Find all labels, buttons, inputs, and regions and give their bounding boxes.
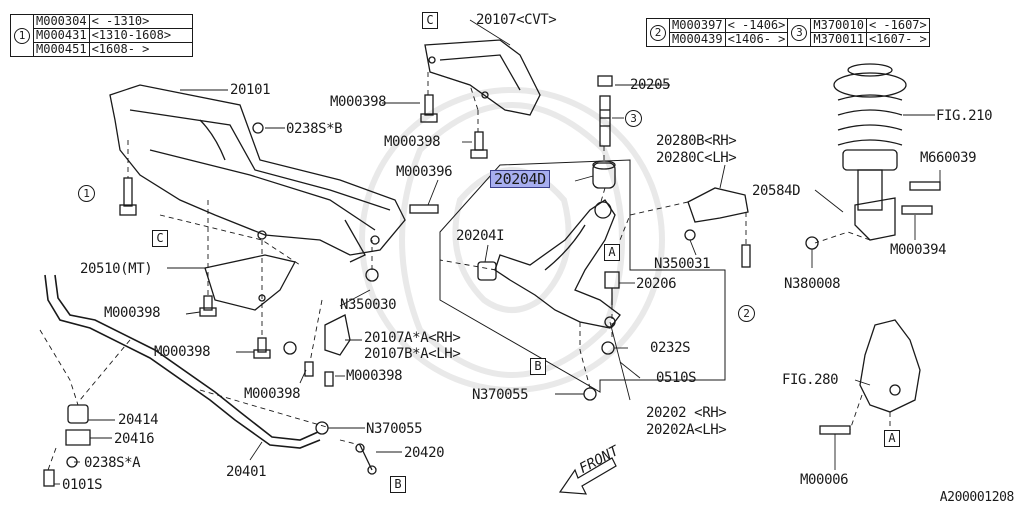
part-label-20510[interactable]: 20510(MT) xyxy=(80,261,153,277)
part-label-20416[interactable]: 20416 xyxy=(114,431,155,447)
part-label-0101s[interactable]: 0101S xyxy=(62,477,103,493)
bolt-20205 xyxy=(597,75,613,147)
part-label-20107-cvt[interactable]: 20107<CVT> xyxy=(476,12,557,28)
ball-joint-20206 xyxy=(604,271,620,305)
leader-lines xyxy=(54,19,941,485)
part-label-m660039[interactable]: M660039 xyxy=(920,150,977,166)
bracket-20107a xyxy=(324,314,351,356)
part-label-20202a[interactable]: 20202A<LH> xyxy=(646,422,727,438)
legend-table-1: 1 M000304 < -1310> M000431 <1310-1608> M… xyxy=(10,14,193,57)
legend-1-index: 1 xyxy=(10,14,34,57)
bracket-20510 xyxy=(204,254,296,311)
ref-circle-2: 2 xyxy=(738,305,755,322)
part-label-fig280[interactable]: FIG.280 xyxy=(782,372,839,388)
legend-2-index: 2 xyxy=(646,18,670,47)
dashed-assembly-lines xyxy=(39,71,891,471)
part-label-20101[interactable]: 20101 xyxy=(230,82,271,98)
ref-box-b: B xyxy=(530,358,546,375)
part-label-20414[interactable]: 20414 xyxy=(118,412,159,428)
ref-circle-1: 1 xyxy=(78,185,95,202)
part-label-n350030[interactable]: N350030 xyxy=(340,297,397,313)
legend-table-2-3: 2 M000397 < -1406> 3 M370010 < -1607> M0… xyxy=(646,18,930,47)
stabilizer-bar-20401 xyxy=(44,274,321,449)
legend-3-range: < -1607> xyxy=(865,18,930,33)
part-label-20202[interactable]: 20202 <RH> xyxy=(646,405,727,421)
part-label-m000398[interactable]: M000398 xyxy=(104,305,161,321)
legend-1-part: M000304 xyxy=(33,14,90,29)
part-label-0232s[interactable]: 0232S xyxy=(650,340,691,356)
legend-3-range: <1607- > xyxy=(865,32,930,47)
ref-circle-3: 3 xyxy=(625,110,642,127)
ref-box-a: A xyxy=(884,430,900,447)
legend-1-part: M000451 xyxy=(33,42,90,57)
part-label-20584d[interactable]: 20584D xyxy=(752,183,801,199)
part-label-m00006[interactable]: M00006 xyxy=(800,472,849,488)
part-label-20204d-highlighted[interactable]: 20204D xyxy=(490,170,550,188)
ref-box-c: C xyxy=(422,12,438,29)
part-label-m000396[interactable]: M000396 xyxy=(396,164,453,180)
part-label-20420[interactable]: 20420 xyxy=(404,445,445,461)
legend-1-range: < -1310> xyxy=(88,14,193,29)
front-arrow xyxy=(558,457,617,495)
legend-2-part: M000439 xyxy=(669,32,726,47)
ref-box-c: C xyxy=(152,230,168,247)
part-label-20206[interactable]: 20206 xyxy=(636,276,677,292)
part-label-n370055[interactable]: N370055 xyxy=(366,421,423,437)
ref-box-b: B xyxy=(390,476,406,493)
knuckle-fig280 xyxy=(859,319,921,413)
bracket-20107-cvt xyxy=(424,39,541,116)
part-label-fig210[interactable]: FIG.210 xyxy=(936,108,993,124)
bracket-20280 xyxy=(684,187,749,241)
ref-box-a: A xyxy=(604,244,620,261)
arm-group-outline xyxy=(439,159,726,393)
legend-3-part: M370010 xyxy=(810,18,867,33)
part-label-20107a[interactable]: 20107A*A<RH> xyxy=(364,330,461,346)
crossmember-20101 xyxy=(109,84,406,263)
part-label-n350031[interactable]: N350031 xyxy=(654,256,711,272)
legend-2-range: < -1406> xyxy=(724,18,789,33)
legend-1-range: <1608- > xyxy=(88,42,193,57)
part-label-m000394[interactable]: M000394 xyxy=(890,242,947,258)
control-arm-20202 xyxy=(494,199,621,329)
legend-3-part: M370011 xyxy=(810,32,867,47)
legend-1-part: M000431 xyxy=(33,28,90,43)
part-label-20280c[interactable]: 20280C<LH> xyxy=(656,150,737,166)
part-label-m000398[interactable]: M000398 xyxy=(346,368,403,384)
bushing-20414 xyxy=(67,404,89,424)
legend-1-range: <1310-1608> xyxy=(88,28,193,43)
part-label-m000398[interactable]: M000398 xyxy=(244,386,301,402)
part-label-0510s[interactable]: 0510S xyxy=(656,370,697,386)
diagram-id: A200001208 xyxy=(939,490,1015,505)
strut-fig210 xyxy=(833,63,907,241)
part-label-20280b[interactable]: 20280B<RH> xyxy=(656,133,737,149)
part-label-20204i[interactable]: 20204I xyxy=(456,228,505,244)
part-label-0238s-b[interactable]: 0238S*B xyxy=(286,121,343,137)
legend-2-range: <1406- > xyxy=(724,32,789,47)
legend-2-part: M000397 xyxy=(669,18,726,33)
part-label-m000398[interactable]: M000398 xyxy=(384,134,441,150)
part-label-n370055[interactable]: N370055 xyxy=(472,387,529,403)
part-label-0238s-a[interactable]: 0238S*A xyxy=(84,455,141,471)
part-label-m000398[interactable]: M000398 xyxy=(154,344,211,360)
legend-3-index: 3 xyxy=(787,18,812,47)
bushing-20204i xyxy=(477,261,497,281)
link-20420 xyxy=(355,443,377,475)
part-label-20401[interactable]: 20401 xyxy=(226,464,267,480)
part-label-20205[interactable]: 20205 xyxy=(630,77,671,93)
clamp-20416 xyxy=(65,429,91,446)
part-label-m000398[interactable]: M000398 xyxy=(330,94,387,110)
part-label-20107b[interactable]: 20107B*A<LH> xyxy=(364,346,461,362)
part-label-n380008[interactable]: N380008 xyxy=(784,276,841,292)
